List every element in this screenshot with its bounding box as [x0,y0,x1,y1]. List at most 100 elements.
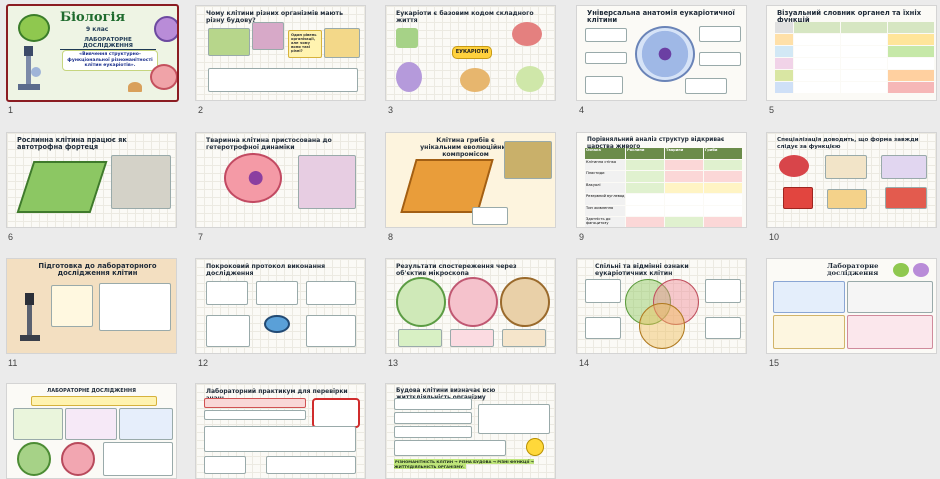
sperm-cell-icon [881,155,927,179]
table-row-label: Вакуолі [585,182,625,193]
cell-illustration [396,62,422,92]
slide-number: 8 [388,232,394,242]
eukaryotes-label: ЕУКАРІОТИ [455,49,489,55]
fungal-cell-diagram [400,159,494,213]
worksheet-section [13,408,63,440]
caption-box [398,329,442,347]
diagram-strip [208,68,358,92]
cell-illustration [150,64,177,90]
label-box [705,317,741,339]
label-box [585,52,627,64]
slide-thumbnail-4[interactable]: Універсальна анатомія еукаріотичної кліт… [576,5,747,101]
step-box [306,281,356,305]
point-box [394,412,472,424]
table-header: Тварини [665,148,703,159]
step-box [206,315,250,347]
slide-thumbnail-13[interactable]: Результати спостереження через об'єктив … [385,258,556,354]
point-box [394,440,506,456]
point-box [394,426,472,438]
stamp [312,398,360,428]
label-box [585,279,621,303]
slide-4-title: Універсальна анатомія еукаріотичної кліт… [587,9,735,24]
caption-box [450,329,494,347]
label-box [585,28,627,42]
slide-14-title: Спільні та відмінні ознаки еукаріотичних… [595,263,689,277]
smiley-icon [526,438,544,456]
slide-thumbnail-6[interactable]: Рослинна клітина працює як автотрофна фо… [6,132,177,228]
table-row-label: Пластиди [585,171,625,182]
cell-illustration [460,68,490,92]
slide-thumbnail-10[interactable]: Спеціалізація доводить, що форма завжди … [766,132,937,228]
slide-15-title: Лабораторне дослідження [827,262,879,277]
caption-box [502,329,546,347]
table-row-label: Здатність до фагоцитозу [585,217,625,227]
note-box [472,207,508,225]
slide-thumbnail-7[interactable]: Тваринна клітина пристосована до гетерот… [195,132,366,228]
eukaryotic-cell-diagram [635,26,695,82]
label-box [685,78,727,94]
step-box [306,315,356,347]
table-header: Рослини [626,148,664,159]
slide-number: 10 [769,232,780,242]
callout-box: Один рівень організації, але чому вони т… [288,30,322,58]
worksheet-section [773,281,845,313]
cell-illustration [512,22,542,46]
worksheet-table [103,442,173,476]
slide-thumbnail-15[interactable]: Лабораторне дослідження [766,258,937,354]
question-strip [266,456,356,474]
slide-number: 1 [8,105,14,115]
slide-number: 2 [198,105,204,115]
microscope-icon [14,42,44,92]
eye-icon [264,315,290,333]
slide-thumbnail-5[interactable]: Візуальний словник органел та їхніх функ… [766,5,937,101]
slide-thumbnail-12[interactable]: Покроковий протокол виконання дослідженн… [195,258,366,354]
slide-9-title: Порівняльний аналіз структур відкриває ц… [587,137,725,150]
worksheet-section [773,315,845,349]
slide-thumbnail-2[interactable]: Чому клітини різних організмів мають різ… [195,5,366,101]
slide-3-title: Еукаріоти є базовим кодом складного житт… [396,10,534,24]
slide-11-title: Підготовка до лабораторного дослідження … [38,262,157,277]
slide-1-subtitle: ЛАБОРАТОРНЕ ДОСЛІДЖЕННЯ [60,37,156,50]
slide-thumbnail-14[interactable]: Спільні та відмінні ознаки еукаріотичних… [576,258,747,354]
slide-thumbnail-17[interactable]: Лабораторний практикум для перевірки зна… [195,383,366,479]
label-box [699,26,741,42]
slide-1-grade: 9 клас [86,26,109,33]
worksheet-section [847,315,933,349]
summary-text: РІЗНОМАНІТНІСТЬ КЛІТИН → РІЗНА БУДОВА → … [394,459,534,469]
microscope-icon [17,287,43,343]
slide-thumbnail-16[interactable]: ЛАБОРАТОРНЕ ДОСЛІДЖЕННЯ [6,383,177,479]
cell-illustration [154,16,177,42]
cell-image [208,28,250,56]
slide-number: 7 [198,232,204,242]
question-strip [204,456,246,474]
red-blood-cell-icon [779,155,809,177]
slide-7-title: Тваринна клітина пристосована до гетерот… [206,137,332,151]
rocket-icon [885,187,927,209]
slide-thumbnail-3[interactable]: Еукаріоти є базовим кодом складного житт… [385,5,556,101]
slide-thumbnail-1[interactable]: Біологія 9 клас ЛАБОРАТОРНЕ ДОСЛІДЖЕННЯ … [6,4,179,102]
organelle-table [775,22,934,96]
animal-cells-microscope-view [448,277,498,327]
plant-cells-microscope-view [396,277,446,327]
fungal-cells-microscope-view [500,277,550,327]
slide-thumbnail-11[interactable]: Підготовка до лабораторного дослідження … [6,258,177,354]
question-strip [204,398,306,408]
slide-number: 12 [198,358,209,368]
cell-illustration [396,28,418,48]
table-row-label: Резервний вуглевод [585,194,625,205]
slide-number: 3 [388,105,394,115]
slide-thumbnail-8[interactable]: Клітина грибів є унікальним еволюційним … [385,132,556,228]
animal-cell-diagram [224,153,282,203]
venn-circle-fungi [639,303,685,349]
center-label: ЕУКАРІОТИ [452,46,492,59]
slide-number: 14 [579,358,590,368]
slide-thumbnail-18[interactable]: Будова клітини визначає всю життєдіяльні… [385,383,556,479]
label-box [699,52,741,66]
matching-exercise [204,426,356,452]
note-box [324,28,360,58]
micrograph [504,141,552,179]
comparison-table: Ознака Рослини Тварини Гриби Клітинна ст… [585,148,742,227]
micrograph [298,155,356,209]
topic-banner [31,396,157,406]
slide-thumbnail-9[interactable]: Порівняльний аналіз структур відкриває ц… [576,132,747,228]
